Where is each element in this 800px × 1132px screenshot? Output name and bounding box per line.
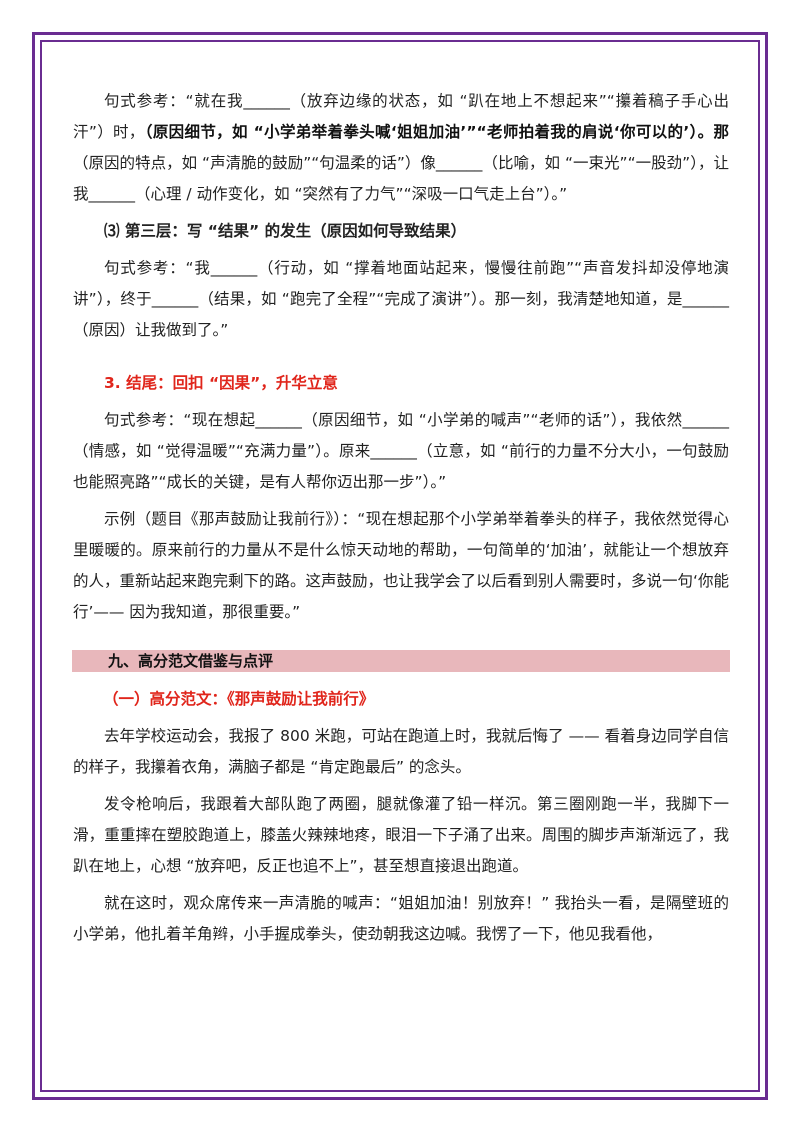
section-nine-heading: 九、高分范文借鉴与点评 <box>72 650 730 672</box>
layer3-heading: ⑶ 第三层：写 “结果” 的发生（原因如何导致结果） <box>104 222 467 240</box>
model-essay-heading: （一）高分范文：《那声鼓励让我前行》 <box>103 690 375 708</box>
essay-paragraph-2: 发令枪响后，我跟着大部队跑了两圈，腿就像灌了铅一样沉。第三圈刚跑一半，我脚下一滑… <box>73 795 729 875</box>
document-body: 句式参考：“就在我______（放弃边缘的状态，如 “趴在地上不想起来”“攥着稿… <box>72 86 730 950</box>
essay-paragraph-1: 去年学校运动会，我报了 800 米跑，可站在跑道上时，我就后悔了 —— 看着身边… <box>73 727 729 776</box>
paragraph-ending-template: 句式参考：“现在想起______（原因细节，如 “小学弟的喊声”“老师的话”），… <box>73 411 729 491</box>
paragraph-ending-example: 示例（题目《那声鼓励让我前行》）：“现在想起那个小学弟举着拳头的样子，我依然觉得… <box>73 510 729 621</box>
ending-heading: 3. 结尾：回扣 “因果”，升华立意 <box>104 374 338 392</box>
essay-paragraph-3: 就在这时，观众席传来一声清脆的喊声：“姐姐加油！别放弃！” 我抬头一看，是隔壁班… <box>73 894 729 943</box>
layer2-text-c: （原因的特点，如 “声清脆的鼓励”“句温柔的话”）像______（比喻，如 “一… <box>73 154 729 203</box>
layer2-text-bold: （原因细节，如 “小学弟举着拳头喊‘姐姐加油’”“老师拍着我的肩说‘你可以的’）… <box>144 123 730 141</box>
layer2-text-a: 句式参考：“就在我______（放弃边缘的状态，如 “趴在地上不想起来”“攥着稿… <box>73 92 729 141</box>
page-border-outer <box>32 32 768 1100</box>
page-border-inner <box>40 40 760 1092</box>
paragraph-layer3-template: 句式参考：“我______（行动，如 “撑着地面站起来，慢慢往前跑”“声音发抖却… <box>73 259 729 339</box>
paragraph-layer2-template: 句式参考：“就在我______（放弃边缘的状态，如 “趴在地上不想起来”“攥着稿… <box>73 86 729 210</box>
